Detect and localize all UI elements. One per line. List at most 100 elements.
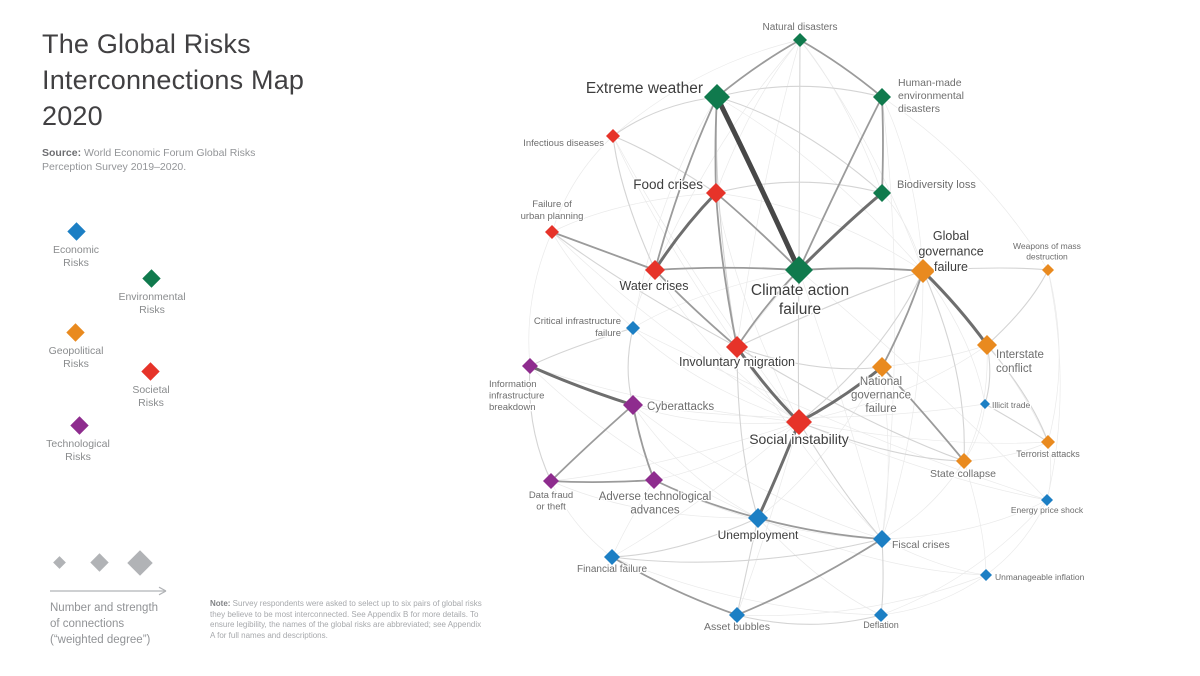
edge-im-si: [735, 345, 801, 424]
edge-eps-fis: [881, 499, 1048, 540]
edge-cif-eps: [632, 327, 1048, 501]
edge-caf-fis: [798, 269, 883, 540]
page-title: The Global Risks Interconnections Map 20…: [42, 26, 304, 134]
node-dft: [543, 473, 559, 489]
edge-ggf-ngf: [881, 270, 924, 368]
edge-ic-wmd: [986, 269, 1049, 346]
edge-si-ngf: [797, 365, 884, 424]
edge-eps-umi: [985, 499, 1048, 576]
nodes-layer: [522, 33, 1055, 623]
size-legend-caption: Number and strength of connections (“wei…: [50, 602, 159, 646]
node-label-ew: Extreme weather: [586, 80, 703, 97]
title-line: Interconnections Map: [42, 65, 305, 95]
node-fup: [545, 225, 559, 239]
edge-fup-cif: [551, 231, 634, 329]
edge-hme-caf: [798, 96, 883, 271]
edge-fup-im: [551, 231, 738, 348]
legend-label: Technological: [46, 438, 110, 450]
edge-cif-cyb: [627, 327, 634, 406]
edges-layer: [528, 39, 1061, 625]
edge-iib-une: [529, 365, 759, 519]
edge-umi-fis: [881, 538, 987, 576]
legend-label: Geopolitical: [48, 345, 104, 357]
edge-une-umi: [757, 517, 987, 576]
edge-ngf-im: [736, 346, 883, 370]
edge-ggf-wmd: [922, 267, 1049, 272]
footnote: Note: Survey respondents were asked to s…: [210, 599, 484, 641]
node-iib: [522, 358, 538, 374]
legend-label: Societal: [132, 384, 170, 396]
node-une: [748, 508, 768, 528]
edge-bio-ggf: [881, 192, 924, 272]
note-label: Note:: [210, 599, 231, 608]
node-si: [786, 409, 812, 435]
edge-ta-sc: [963, 441, 1049, 462]
edge-caf-ggf: [798, 267, 924, 272]
node-ab: [729, 607, 745, 623]
node-label-ab: Asset bubbles: [704, 621, 770, 633]
edge-cyb-dft: [550, 404, 634, 482]
edge-ic-ngf: [881, 344, 988, 368]
edge-caf-wc: [654, 266, 800, 271]
node-label-def: Deflation: [863, 620, 899, 630]
edge-ngf-fis: [881, 366, 889, 540]
edge-nd-fc: [715, 39, 801, 194]
edge-caf-eps: [798, 269, 1048, 501]
edge-ngf-sc: [881, 366, 965, 462]
edge-caf-si: [797, 269, 800, 423]
node-ic: [977, 335, 997, 355]
edge-si-fis: [798, 421, 883, 540]
title-line: 2020: [42, 101, 103, 131]
edge-si-sc: [798, 421, 965, 462]
node-fc: [706, 183, 726, 203]
node-ata: [645, 471, 663, 489]
edge-iib-cyb: [528, 364, 635, 407]
node-cif: [626, 321, 640, 335]
node-hme: [873, 88, 891, 106]
edge-fup-iib: [528, 231, 553, 367]
edge-fin-def: [611, 556, 882, 616]
edge-nd-ggf: [799, 39, 924, 272]
edge-iib-dft: [528, 365, 552, 482]
edge-caf-cif: [632, 269, 800, 329]
node-label-une: Unemployment: [718, 528, 799, 542]
edge-ata-si: [653, 421, 800, 481]
edge-ggf-im: [736, 270, 924, 348]
edge-dft-ata: [550, 479, 655, 483]
edge-inf-si: [612, 135, 800, 423]
edge-bio-caf: [797, 191, 884, 272]
edge-ab-umi: [736, 574, 987, 616]
edge-ggf-sc: [922, 270, 965, 462]
edge-nd-hme: [799, 39, 883, 98]
edge-ata-une: [653, 479, 759, 519]
node-im: [726, 336, 748, 358]
edge-ggf-si: [798, 270, 924, 423]
edge-ew-wc: [654, 96, 718, 271]
edge-sc-fis: [881, 460, 965, 540]
edge-hme-ggf: [881, 96, 924, 272]
node-label-it: Illicit trade: [992, 400, 1031, 410]
edge-sc-umi: [963, 460, 987, 576]
node-ggf: [911, 259, 935, 283]
edge-it-sc: [963, 403, 986, 462]
edge-iib-si: [529, 365, 800, 423]
edge-cyb-ata: [632, 404, 655, 481]
edge-ic-si: [798, 344, 988, 423]
edge-im-fis: [736, 346, 883, 540]
node-label-fc: Food crises: [633, 177, 703, 192]
edge-ggf-it: [922, 270, 986, 405]
node-label-fin: Financial failure: [577, 564, 647, 575]
edge-fin-une: [611, 517, 759, 558]
edge-wc-si: [654, 269, 800, 423]
node-it: [980, 399, 990, 409]
node-inf: [606, 129, 620, 143]
edge-ew-nd: [716, 39, 801, 98]
edge-wmd-ta: [1047, 269, 1060, 443]
edge-ic-ta: [986, 344, 1049, 443]
edge-une-ab: [736, 517, 759, 616]
